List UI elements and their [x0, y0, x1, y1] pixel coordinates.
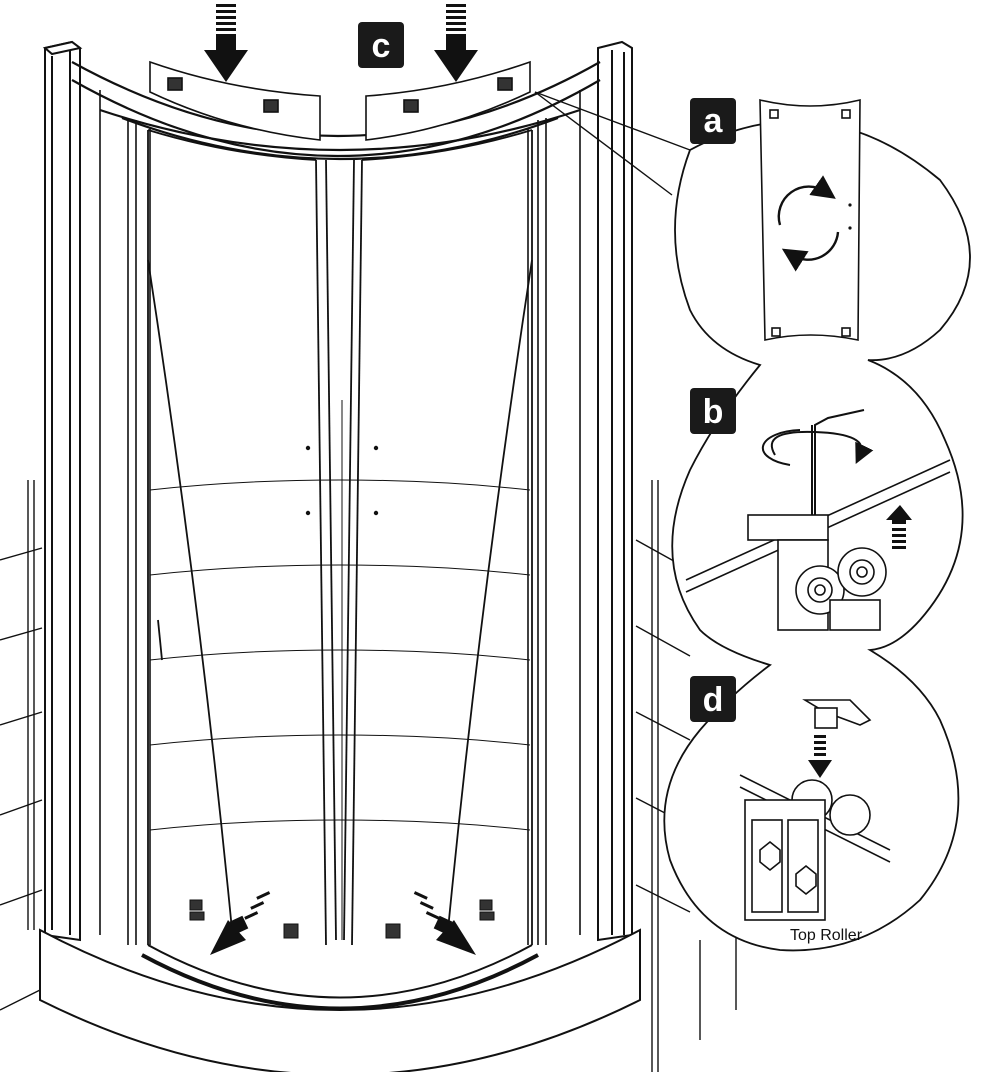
- callout-leader: [534, 91, 691, 196]
- up-arrow-icon: [886, 505, 912, 549]
- detail-b-roller: [747, 514, 887, 631]
- fixed-panel-right: [527, 90, 581, 945]
- detail-a-panel: [759, 98, 861, 341]
- bottom-outward-arrow-left: [210, 891, 271, 955]
- top-roller-part: [744, 779, 871, 921]
- clip-insert-icon: [802, 699, 872, 729]
- svg-text:c: c: [372, 27, 391, 65]
- background-wall-lines: [149, 400, 531, 940]
- fixed-panel-left: [99, 90, 151, 945]
- hex-key-turn-icon: [761, 407, 874, 540]
- label-d: d: [690, 676, 736, 722]
- wall-tiles-right: [635, 480, 737, 1072]
- lifted-door-left: [149, 60, 321, 141]
- shower-tray: [39, 928, 641, 1072]
- lifted-door-right: [365, 60, 531, 141]
- svg-text:a: a: [704, 102, 724, 140]
- left-wall-profile: [42, 40, 83, 942]
- handle-holes: [305, 445, 379, 516]
- sliding-door-right: [343, 129, 533, 946]
- bottom-guides: [189, 899, 495, 939]
- label-a: a: [690, 98, 736, 144]
- detail-d-caption: Top Roller: [790, 927, 863, 944]
- svg-text:b: b: [703, 393, 724, 431]
- bottom-outward-arrow-right: [413, 891, 476, 955]
- down-arrow-icon-right: [434, 4, 478, 82]
- right-wall-profile: [597, 40, 633, 942]
- top-curved-rail: [71, 61, 601, 161]
- detail-a-holes: [848, 203, 852, 230]
- down-arrow-icon: [204, 4, 248, 82]
- rotate-arrows-icon: [777, 175, 840, 272]
- label-c: c: [358, 22, 404, 68]
- sliding-door-left: [147, 129, 337, 946]
- wall-tiles-left: [0, 480, 43, 1011]
- down-arrow-icon-detail-d: [808, 735, 832, 778]
- label-b: b: [690, 388, 736, 434]
- svg-text:d: d: [703, 681, 724, 719]
